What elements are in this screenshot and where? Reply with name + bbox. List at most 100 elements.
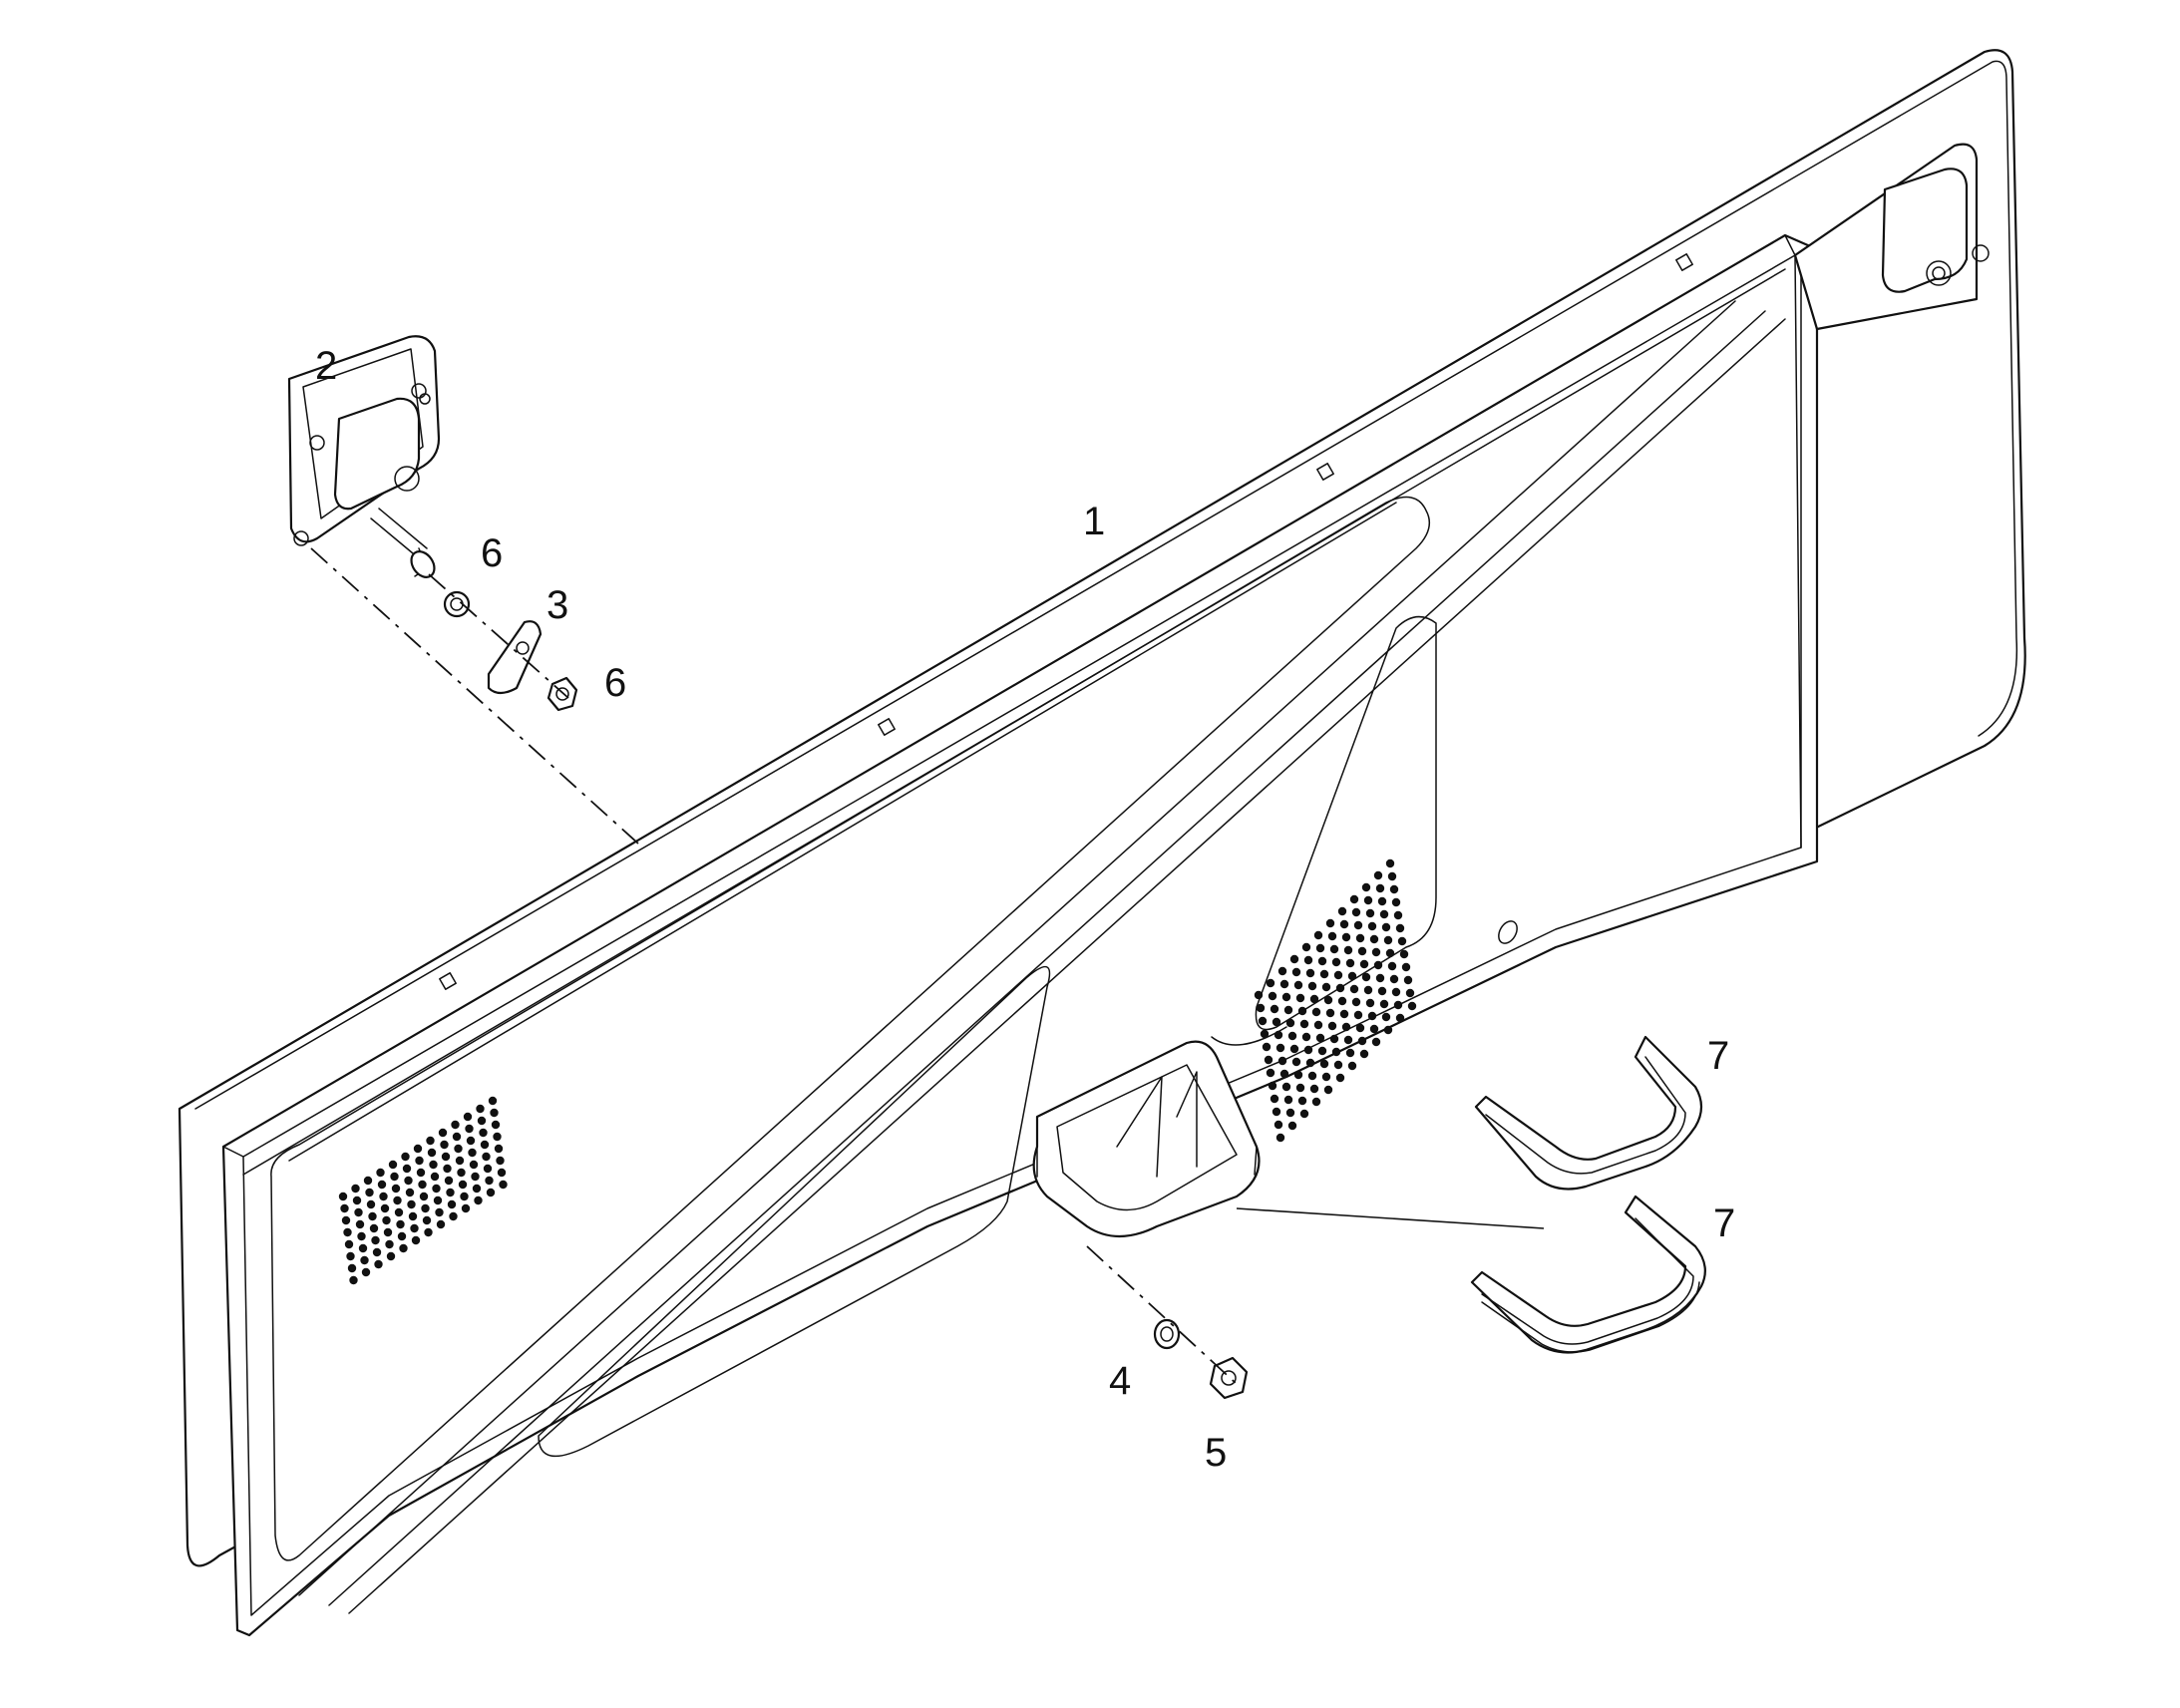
grille-hole bbox=[454, 1144, 463, 1154]
grille-hole bbox=[1331, 957, 1341, 967]
grille-hole bbox=[1268, 991, 1277, 1001]
grille-hole bbox=[1260, 1029, 1270, 1039]
grille-hole bbox=[472, 1184, 482, 1194]
nut-6a bbox=[443, 590, 471, 618]
callout-part-4: 4 bbox=[1109, 1359, 1131, 1403]
grille-hole bbox=[1405, 988, 1415, 998]
frame-corner-line bbox=[222, 1146, 244, 1158]
grille-hole bbox=[1377, 986, 1387, 996]
grille-hole bbox=[1297, 1096, 1307, 1106]
grille-hole bbox=[354, 1207, 363, 1217]
grille-hole bbox=[430, 1172, 440, 1182]
grille-hole bbox=[361, 1267, 371, 1277]
grille-hole bbox=[1363, 895, 1373, 905]
grille-hole bbox=[436, 1219, 446, 1229]
grille-hole bbox=[1401, 962, 1411, 972]
grille-hole bbox=[465, 1124, 474, 1134]
slot-tab bbox=[1316, 463, 1334, 481]
hinge-hole bbox=[1926, 260, 1952, 286]
grille-hole bbox=[469, 1160, 479, 1170]
grille-hole bbox=[1283, 1095, 1293, 1105]
grille-hole bbox=[1277, 966, 1287, 976]
grille-hole bbox=[1277, 1056, 1287, 1066]
panel-diagonal-brace bbox=[298, 300, 1786, 1614]
hinge-bracket bbox=[1793, 143, 1990, 331]
hinge-pin bbox=[1972, 244, 1990, 262]
grille-hole bbox=[374, 1259, 383, 1269]
grille-hole bbox=[1268, 1081, 1277, 1091]
grille-hole bbox=[458, 1180, 468, 1190]
grille-hole bbox=[1309, 1084, 1319, 1094]
grille-hole bbox=[369, 1223, 379, 1233]
panel-frame bbox=[221, 233, 1819, 1637]
grille-hole bbox=[351, 1184, 360, 1194]
grille-hole bbox=[1395, 923, 1405, 933]
grille-hole bbox=[1347, 1061, 1357, 1071]
grille-hole bbox=[1289, 1044, 1299, 1054]
slot-tab bbox=[439, 972, 457, 990]
grille-hole bbox=[388, 1160, 398, 1170]
grille-hole bbox=[1311, 1097, 1321, 1107]
grille-hole bbox=[460, 1192, 469, 1201]
grille-hole bbox=[1381, 922, 1391, 932]
grille-hole bbox=[390, 1172, 399, 1182]
grille-hole bbox=[1333, 1060, 1343, 1070]
grille-hole bbox=[1273, 1030, 1283, 1040]
grille-hole bbox=[1254, 990, 1264, 1000]
speaker-knob bbox=[394, 466, 420, 492]
grille-hole bbox=[346, 1251, 355, 1261]
grille-hole bbox=[1293, 980, 1303, 990]
grille-hole bbox=[476, 1104, 485, 1114]
grille-hole bbox=[1387, 961, 1397, 971]
grille-hole bbox=[1291, 1057, 1301, 1067]
grille-hole bbox=[482, 1152, 491, 1162]
grille-hole bbox=[1281, 992, 1291, 1002]
grille-hole bbox=[372, 1247, 382, 1257]
grille-hole bbox=[1307, 1071, 1317, 1081]
grille-hole bbox=[1270, 1094, 1279, 1104]
grille-hole bbox=[365, 1188, 374, 1197]
grille-hole bbox=[1403, 975, 1413, 985]
grille-hole bbox=[441, 1152, 451, 1162]
grille-hole bbox=[1357, 946, 1367, 956]
assembly-centerline-lower bbox=[1086, 1245, 1238, 1385]
grille-hole bbox=[1341, 932, 1351, 942]
grille-hole bbox=[1349, 984, 1359, 994]
grille-hole bbox=[1361, 882, 1371, 892]
grille-hole bbox=[1391, 987, 1401, 997]
grille-hole bbox=[1317, 1046, 1327, 1056]
grille-hole bbox=[1321, 982, 1331, 992]
speaker-grille-left bbox=[338, 1096, 508, 1285]
speaker-screw bbox=[419, 393, 431, 405]
grille-hole bbox=[1349, 894, 1359, 904]
grille-hole bbox=[1387, 871, 1397, 881]
grille-hole bbox=[424, 1227, 433, 1237]
grille-hole bbox=[341, 1215, 351, 1225]
grille-hole bbox=[1365, 908, 1375, 918]
grille-hole bbox=[1383, 935, 1393, 945]
grille-hole bbox=[1381, 1012, 1391, 1022]
grille-hole bbox=[411, 1235, 421, 1245]
panel-slot-tabs bbox=[439, 253, 1693, 990]
grille-hole bbox=[1389, 974, 1399, 984]
grille-hole bbox=[457, 1168, 466, 1178]
grille-hole bbox=[1393, 910, 1403, 920]
grille-hole bbox=[404, 1176, 413, 1186]
grille-hole bbox=[479, 1128, 488, 1138]
grille-hole bbox=[1341, 1022, 1351, 1032]
grille-hole bbox=[1371, 1037, 1381, 1047]
grille-hole bbox=[408, 1211, 418, 1221]
handle-cup-rib bbox=[1176, 1071, 1198, 1168]
grille-hole bbox=[393, 1196, 402, 1205]
grille-hole bbox=[1369, 934, 1379, 944]
grille-hole bbox=[1281, 1082, 1291, 1092]
grille-hole bbox=[1363, 985, 1373, 995]
grille-hole bbox=[474, 1196, 483, 1205]
grille-hole bbox=[1293, 1070, 1303, 1080]
speaker-screw bbox=[309, 435, 325, 451]
grille-hole bbox=[1305, 1058, 1315, 1068]
callout-part-3: 3 bbox=[546, 583, 568, 627]
grille-hole bbox=[1275, 1133, 1285, 1143]
recess-lower-middle bbox=[538, 965, 1051, 1458]
